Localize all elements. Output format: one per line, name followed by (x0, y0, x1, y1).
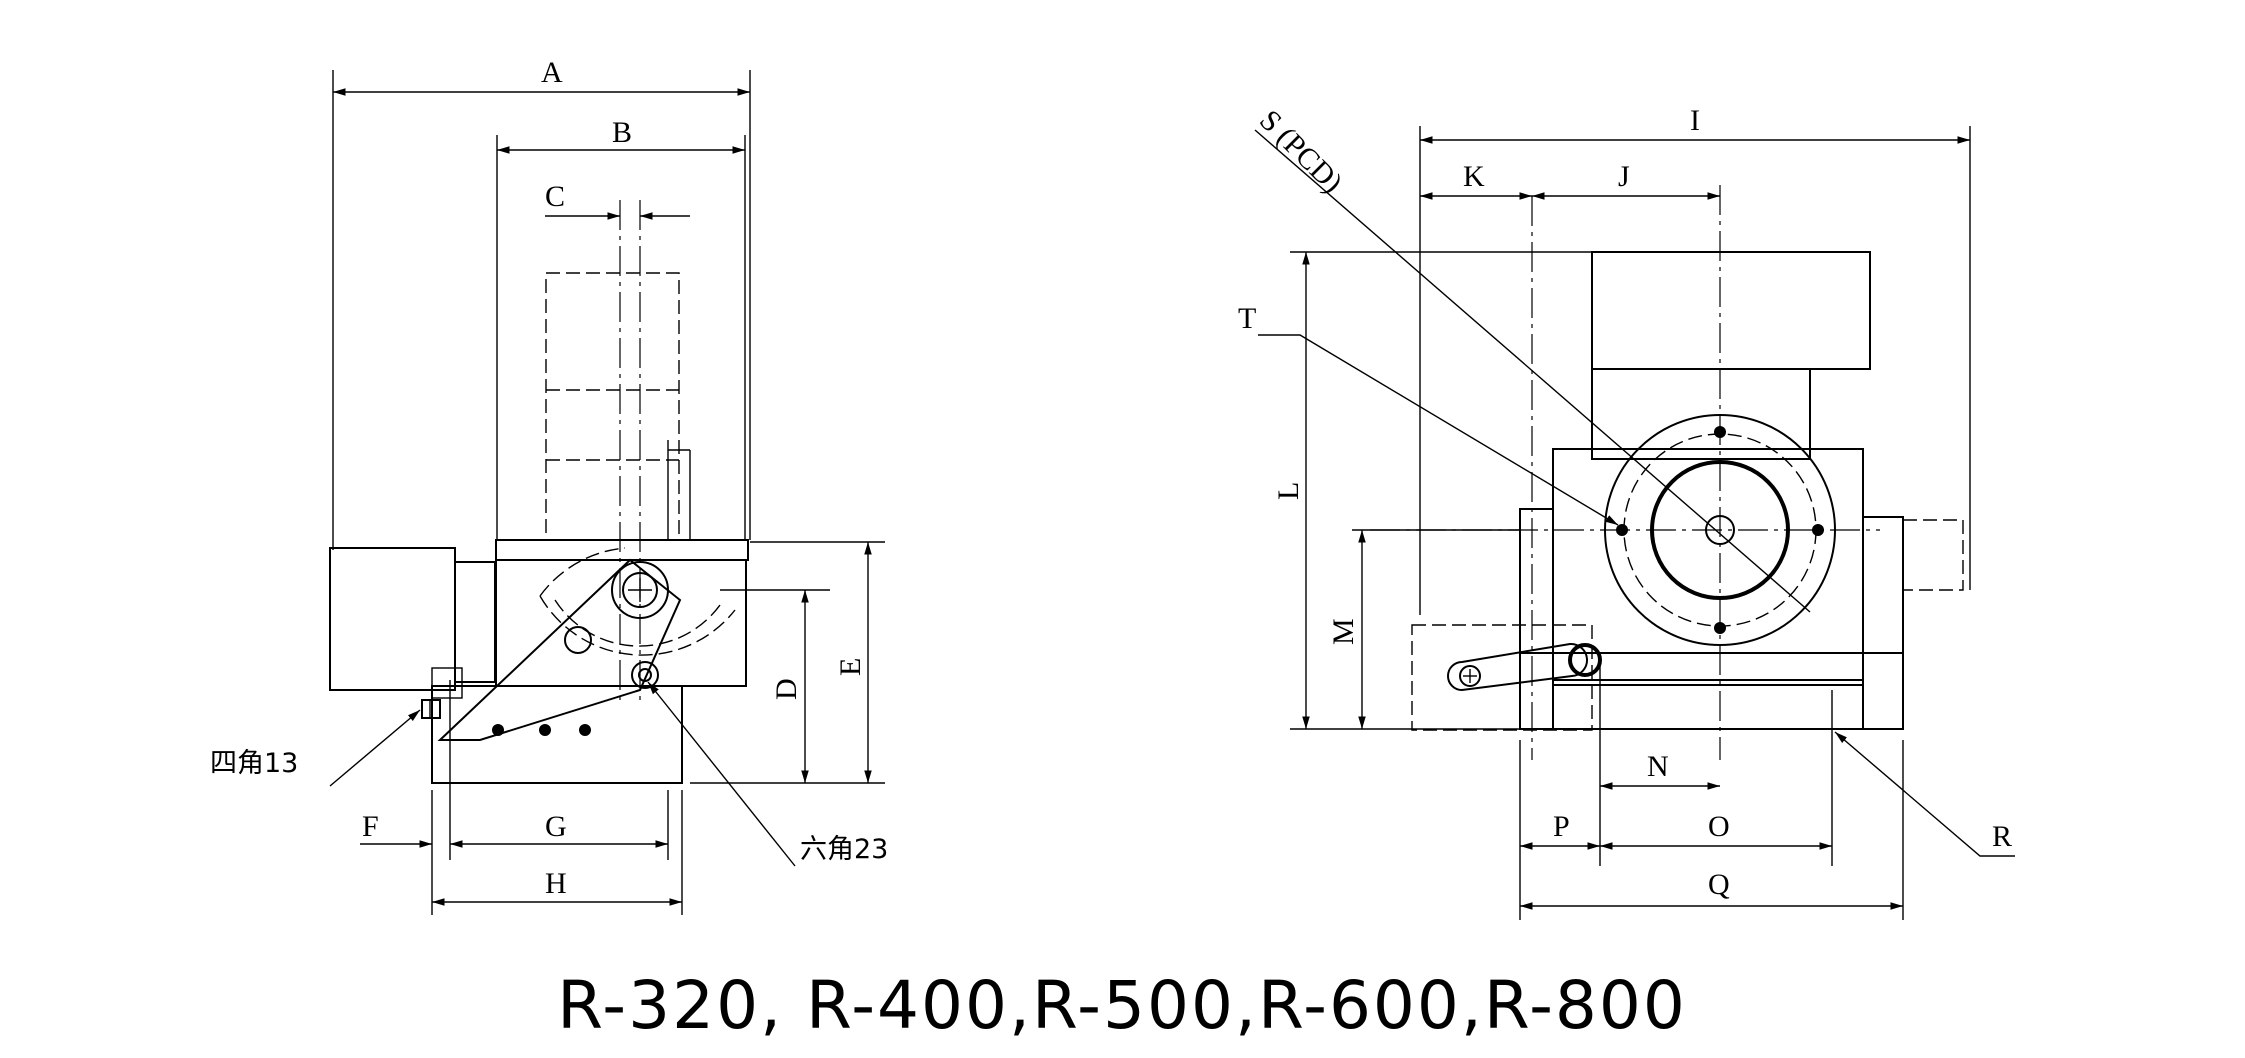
middle-housing (1591, 368, 1811, 460)
crank-housing-outline (1411, 624, 1593, 731)
dim-label-t: T (1238, 302, 1256, 335)
crank-lever (1447, 642, 1588, 692)
base (431, 685, 683, 784)
dim-label-l: L (1272, 482, 1305, 500)
right-side-block (1862, 516, 1904, 730)
dim-label-e: E (834, 658, 867, 676)
dim-label-j: J (1618, 160, 1630, 193)
dim-label-d: D (770, 678, 803, 700)
dim-label-n: N (1647, 750, 1669, 783)
dim-label-f: F (362, 810, 379, 843)
side-view (329, 200, 749, 784)
side-view-labels: A B C D E F G H 四角13 六角23 (210, 56, 888, 900)
dim-label-p: P (1553, 810, 1570, 843)
callout-square-13: 四角13 (210, 748, 298, 779)
model-caption: R-320, R-400,R-500,R-600,R-800 (557, 967, 1687, 1044)
housing (495, 559, 747, 687)
square-drive (421, 699, 441, 719)
motor-body (329, 547, 456, 691)
body (1552, 448, 1864, 654)
worm-gear-outline (539, 595, 736, 656)
pivot-pin (564, 626, 592, 654)
dim-label-o: O (1708, 810, 1730, 843)
front-view (1370, 185, 1964, 760)
load-column-outline (545, 272, 680, 541)
front-view-dimensions (1254, 126, 2015, 920)
dim-label-m: M (1327, 618, 1360, 645)
right-shaft-outline (1902, 519, 1964, 591)
dim-label-s-pcd: S (PCD) (1253, 104, 1349, 200)
crank-handle (1568, 643, 1602, 677)
front-view-labels: I K J L M N P O Q R S (PCD) T (1238, 104, 2012, 901)
base-plate (1519, 652, 1904, 730)
left-side-block (1519, 508, 1554, 730)
dim-label-g: G (545, 810, 567, 843)
hex-nut (631, 661, 659, 689)
dim-label-i: I (1690, 104, 1700, 137)
dim-label-h: H (545, 867, 567, 900)
dim-label-r: R (1992, 820, 2012, 853)
dim-label-k: K (1463, 160, 1485, 193)
table-plate (495, 539, 749, 561)
dim-label-a: A (541, 56, 563, 89)
callout-hex-23: 六角23 (800, 834, 888, 865)
dim-label-c: C (545, 180, 565, 213)
side-view-dimensions (329, 70, 885, 915)
motor-flange (454, 561, 496, 683)
base-lug (431, 667, 463, 699)
dim-label-q: Q (1708, 868, 1730, 901)
crank-arm (437, 558, 682, 741)
dim-label-b: B (612, 116, 632, 149)
upper-housing (1591, 251, 1871, 370)
